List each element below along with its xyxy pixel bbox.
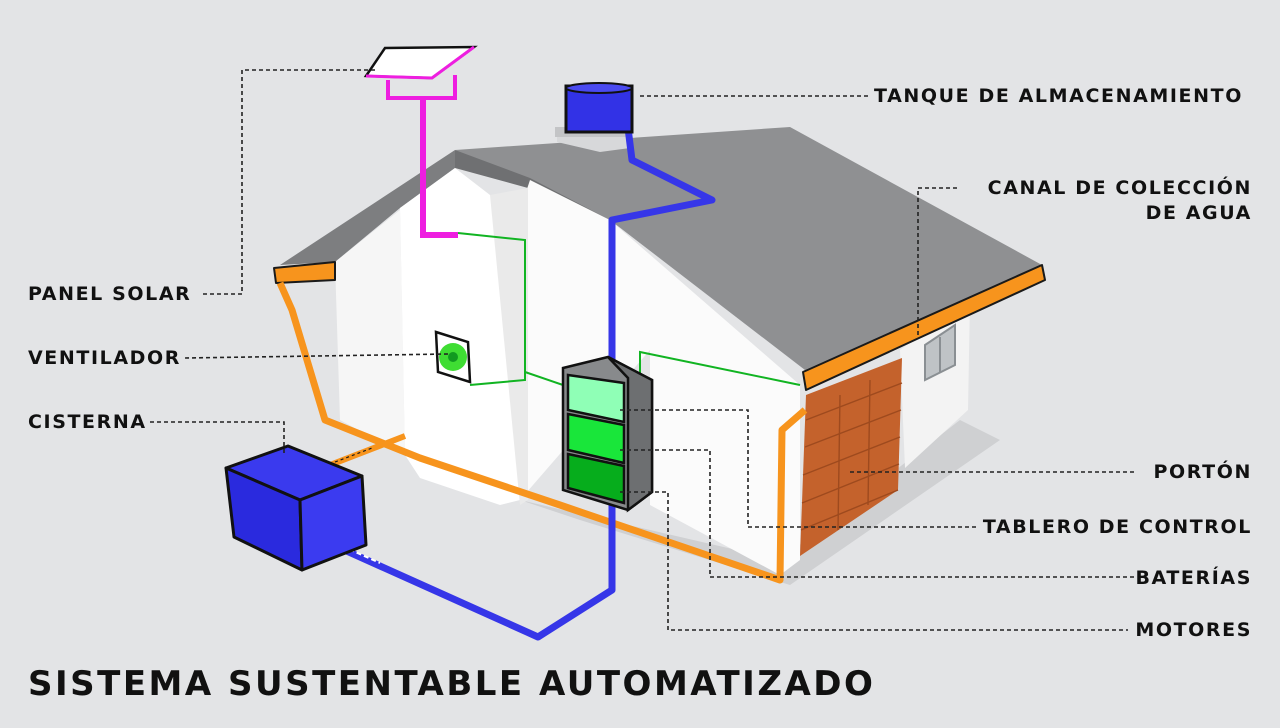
label-motores: MOTORES xyxy=(1135,618,1252,642)
control-board xyxy=(563,357,652,510)
cistern xyxy=(226,446,366,570)
label-ventilador: VENTILADOR xyxy=(28,346,181,370)
label-tanque: TANQUE DE ALMACENAMIENTO xyxy=(874,84,1243,108)
label-baterias: BATERÍAS xyxy=(1135,566,1252,590)
label-canal-line2: DE AGUA xyxy=(1146,201,1252,225)
diagram-title: SISTEMA SUSTENTABLE AUTOMATIZADO xyxy=(28,664,875,704)
label-tablero: TABLERO DE CONTROL xyxy=(983,515,1252,539)
label-canal-line1: CANAL DE COLECCIÓN xyxy=(988,176,1252,200)
label-cisterna: CISTERNA xyxy=(28,410,147,434)
label-panel-solar: PANEL SOLAR xyxy=(28,282,191,306)
storage-tank xyxy=(566,83,632,132)
label-porton: PORTÓN xyxy=(1154,460,1252,484)
gutter-left xyxy=(274,262,335,283)
